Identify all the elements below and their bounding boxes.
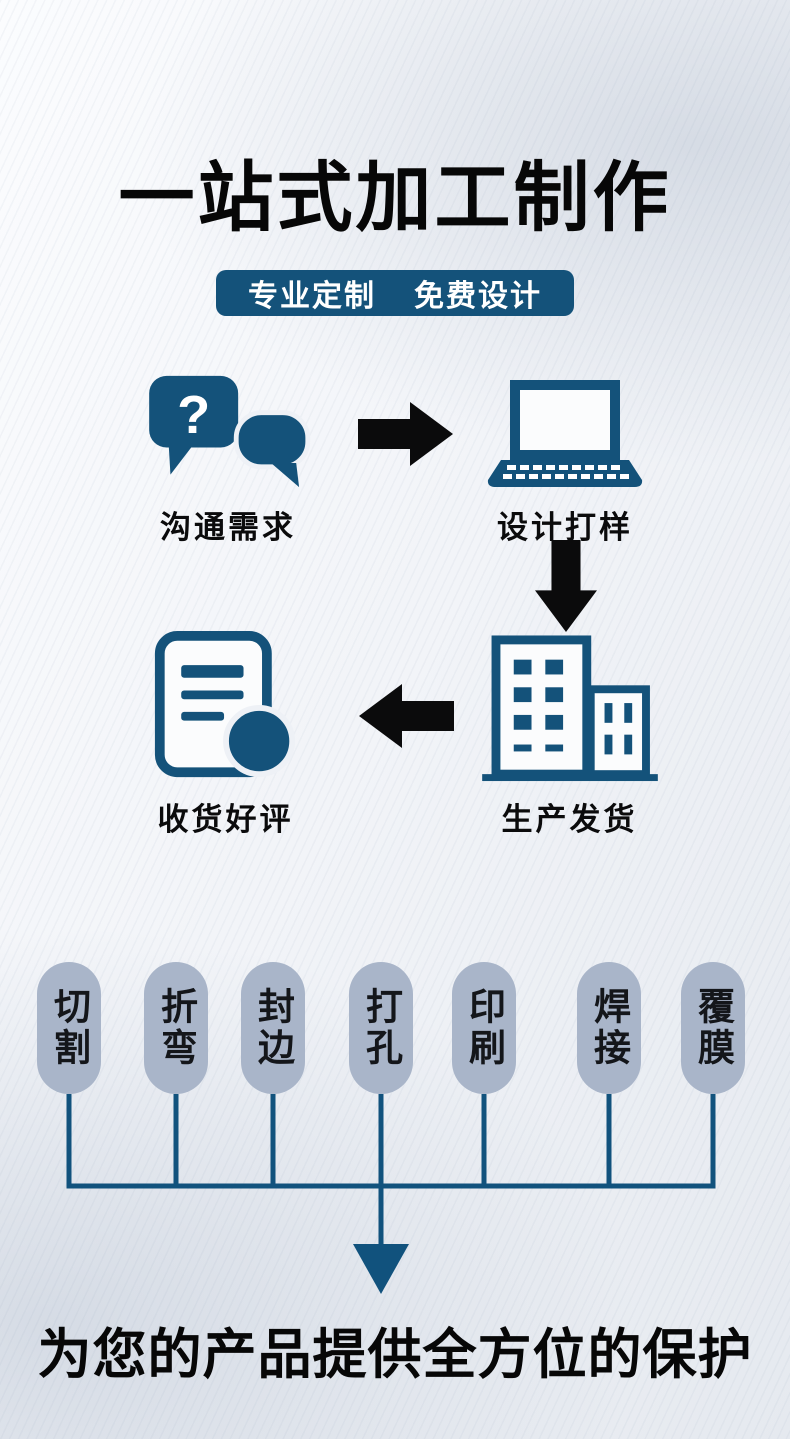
badge-label-left: 专业定制 [248, 280, 376, 313]
flow-step-communicate: ? 沟通需求 [118, 374, 338, 547]
question-mark-glyph: ? [177, 385, 210, 445]
chat-question-icon: ? [143, 374, 313, 492]
process-label: 打孔 [360, 987, 402, 1069]
process-connector-lines [0, 1091, 790, 1306]
process-capsule-printing: 印刷 [452, 962, 516, 1094]
document-approval-icon [152, 630, 300, 784]
arrow-left-icon [358, 684, 455, 748]
process-label: 焊接 [588, 987, 630, 1069]
step-label-design: 设计打样 [497, 510, 633, 545]
process-capsule-laminating: 覆膜 [681, 962, 745, 1094]
process-capsule-edging: 封边 [241, 962, 305, 1094]
process-label: 折弯 [155, 987, 197, 1069]
process-label: 封边 [252, 987, 294, 1069]
arrow-right-icon [358, 402, 453, 466]
funnel-arrow-icon [353, 1244, 409, 1294]
process-label: 覆膜 [692, 987, 734, 1069]
flow-step-produce: 生产发货 [462, 634, 677, 839]
arrow-down-icon [534, 540, 598, 632]
laptop-icon [485, 366, 645, 492]
footer-title: 为您的产品提供全方位的保护 [37, 1325, 753, 1385]
factory-icon [481, 634, 658, 784]
process-capsule-cutting: 切割 [37, 962, 101, 1094]
badge-label-right: 免费设计 [414, 280, 542, 313]
process-capsule-bending: 折弯 [144, 962, 208, 1094]
step-label-produce: 生产发货 [501, 802, 638, 837]
subtitle-badge: 专业定制 免费设计 [216, 270, 574, 316]
process-label: 切割 [48, 987, 90, 1069]
flow-step-design: 设计打样 [455, 366, 675, 547]
page-title: 一站式加工制作 [118, 156, 672, 241]
step-label-receive: 收货好评 [157, 802, 294, 837]
flow-step-receive: 收货好评 [118, 630, 333, 839]
process-capsule-welding: 焊接 [577, 962, 641, 1094]
process-label: 印刷 [463, 987, 505, 1069]
process-capsule-punching: 打孔 [349, 962, 413, 1094]
step-label-communicate: 沟通需求 [160, 510, 296, 545]
